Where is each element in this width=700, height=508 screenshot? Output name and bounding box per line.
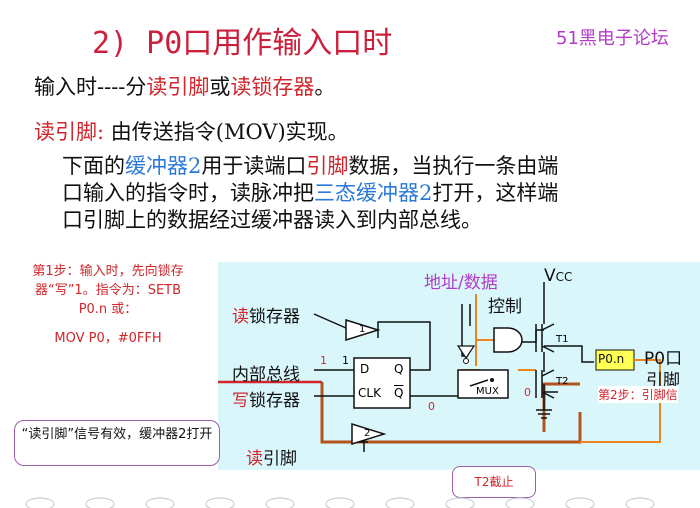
decorative-border xyxy=(25,497,655,508)
buffer2-num: 2 xyxy=(364,428,371,439)
internal-bus-label: 内部总线 xyxy=(232,365,300,385)
and-gate xyxy=(493,327,523,353)
latch-q: Q xyxy=(394,362,404,376)
input-mode-line: 输入时----分读引脚或读锁存器。 xyxy=(34,75,336,99)
mux xyxy=(457,369,509,399)
t2-label: T2 xyxy=(556,376,569,387)
t2-gate-value: 0 xyxy=(524,386,531,399)
latch-clk: CLK xyxy=(358,386,381,400)
step2-note: 第2步：引脚信 xyxy=(598,386,678,403)
t2-transistor xyxy=(535,369,555,399)
page-title: 2) P0口用作输入口时 xyxy=(92,26,393,61)
latch-d: D xyxy=(360,362,370,376)
latch-in-value: 1 xyxy=(342,354,349,367)
buffer-2 xyxy=(351,422,387,446)
vcc-label: VCC xyxy=(544,266,573,286)
d-latch xyxy=(353,357,411,409)
read-pin-line: 读引脚: 由传送指令(MOV)实现。 xyxy=(34,120,349,144)
read-pin-label: 读引脚 xyxy=(246,449,297,469)
pin-box-label: P0.n xyxy=(598,352,625,366)
explanation-paragraph: 下面的缓冲器2用于读端口引脚数据，当执行一条由端 口输入的指令时，读脉冲把三态缓… xyxy=(62,154,559,232)
t1-transistor xyxy=(535,323,555,353)
inverter xyxy=(456,345,476,360)
t2-cutoff-note: T2截止 xyxy=(452,466,536,498)
bus-value-1: 1 xyxy=(320,354,327,367)
pin-feedback-wire xyxy=(542,382,580,432)
buffer-1 xyxy=(345,318,381,342)
bus-read-wire xyxy=(320,382,582,444)
write-latch-label: 写锁存器 xyxy=(232,391,300,411)
brand-label: 51黑电子论坛 xyxy=(556,28,669,49)
control-label: 控制 xyxy=(488,297,522,317)
port-pin-label-1: P0口 xyxy=(644,349,683,369)
mux-label: MUX xyxy=(476,386,499,397)
addr-data-label: 地址/数据 xyxy=(424,273,498,293)
read-pin-callout: “读引脚”信号有效，缓冲器2打开 xyxy=(14,420,220,466)
buffer1-num: 1 xyxy=(359,324,366,335)
step1-note: 第1步：输入时，先向锁存器“写”1。指令为：SETB P0.n 或： MOV P… xyxy=(32,264,184,346)
latch-qbar: Q xyxy=(394,386,404,400)
qbar-value: 0 xyxy=(428,400,435,413)
read-latch-label: 读锁存器 xyxy=(232,307,300,327)
circuit-diagram: 读锁存器 内部总线 写锁存器 读引脚 地址/数据 VCC 控制 P0.n P0口… xyxy=(218,262,700,470)
t1-label: T1 xyxy=(556,334,569,345)
